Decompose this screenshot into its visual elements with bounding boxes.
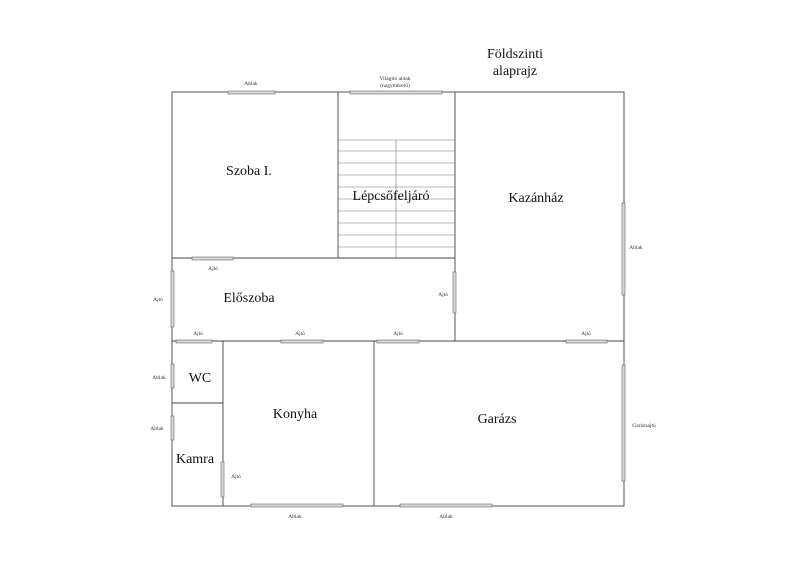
plan-title: Földszinti alaprajz: [470, 46, 560, 80]
label-ablak-5: Ablak: [288, 514, 302, 520]
room-eloszoba: Előszoba: [223, 291, 275, 306]
window-pantry: [170, 415, 175, 441]
window-kitchen-bottom: [250, 503, 344, 508]
room-lepcso: Lépcsőfeljáró: [353, 189, 430, 204]
window-stair-top: [349, 90, 443, 95]
label-ablak-2: Ablak: [629, 245, 643, 251]
window-room-top: [227, 90, 276, 95]
window-garage-bottom: [399, 503, 493, 508]
door-kitchen: [280, 339, 324, 344]
door-wc: [175, 339, 213, 344]
label-garazsajto: Garázsajtó: [632, 423, 656, 429]
plan-title-line1: Földszinti: [486, 47, 543, 62]
label-ablak-1: Ablak: [244, 81, 258, 87]
label-vilagito-meret: (nagyméretű): [380, 82, 410, 89]
label-ajto-8: Ajtó: [231, 474, 241, 480]
garage-door-right: [621, 364, 626, 482]
label-ablak-6: Ablak: [439, 514, 453, 520]
room-konyha: Konyha: [273, 407, 318, 422]
label-ajto-1: Ajtó: [208, 266, 218, 272]
door-room: [191, 256, 234, 261]
door-pantry: [220, 461, 225, 498]
label-ajto-5: Ajtó: [295, 331, 305, 337]
label-ajto-6: Ajtó: [393, 331, 403, 337]
door-boiler-bottom: [565, 339, 608, 344]
label-ablak-4: Ablak: [150, 426, 164, 432]
room-szoba: Szoba I.: [226, 164, 272, 179]
room-kamra: Kamra: [176, 452, 215, 467]
window-boiler-right: [621, 202, 626, 296]
window-wc: [170, 363, 175, 389]
plan-title-line2: alaprajz: [492, 64, 538, 79]
label-ajto-2: Ajtó: [153, 297, 163, 303]
label-ajto-3: Ajtó: [438, 292, 448, 298]
room-wc: WC: [189, 371, 212, 386]
label-vilagito-ablak: Világító ablak: [380, 76, 411, 82]
room-garazs: Garázs: [478, 412, 517, 427]
label-ajto-4: Ajtó: [193, 331, 203, 337]
label-ajto-7: Ajtó: [581, 331, 591, 337]
room-kazanhaz: Kazánház: [508, 191, 563, 206]
door-entrance: [170, 270, 175, 328]
label-ablak-3: Ablak: [152, 375, 166, 381]
staircase: [338, 139, 455, 258]
door-boiler: [452, 271, 457, 314]
door-garage: [376, 339, 420, 344]
